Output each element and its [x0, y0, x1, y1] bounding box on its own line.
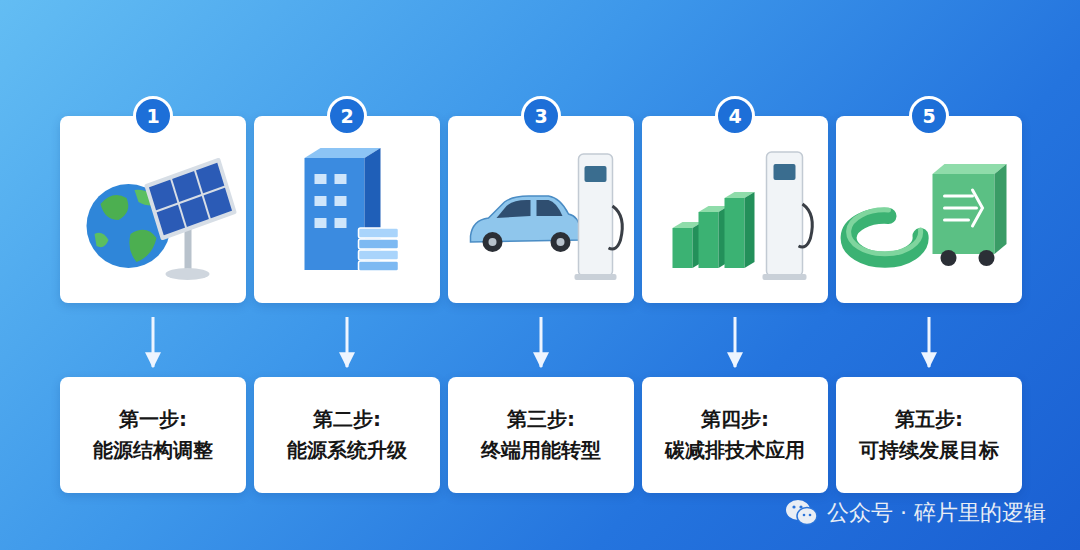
step-heading: 第五步:: [895, 404, 963, 435]
step-heading: 第三步:: [507, 404, 575, 435]
illustration-card: 1: [60, 116, 246, 303]
wechat-icon: [785, 498, 819, 528]
watermark-text: 公众号 · 碎片里的逻辑: [827, 498, 1046, 528]
step-number: 4: [715, 96, 755, 136]
step-number: 1: [133, 96, 173, 136]
step-box: 第五步:可持续发展目标: [836, 377, 1022, 493]
down-arrow: [540, 317, 543, 367]
step-box: 第一步:能源结构调整: [60, 377, 246, 493]
illustration-card: 5: [836, 116, 1022, 303]
step-number: 2: [327, 96, 367, 136]
down-arrow: [346, 317, 349, 367]
illustration-card: 2: [254, 116, 440, 303]
building-illustration: [254, 116, 440, 303]
step-box: 第二步:能源系统升级: [254, 377, 440, 493]
illustration-card: 4: [642, 116, 828, 303]
step-title: 可持续发展目标: [859, 435, 999, 466]
down-arrow: [152, 317, 155, 367]
step-heading: 第四步:: [701, 404, 769, 435]
illustration-card: 3: [448, 116, 634, 303]
step-number: 5: [909, 96, 949, 136]
step-number: 3: [521, 96, 561, 136]
watermark: 公众号 · 碎片里的逻辑: [785, 498, 1046, 528]
step-title: 终端用能转型: [481, 435, 601, 466]
car-charger-illustration: [448, 116, 634, 303]
step-title: 能源结构调整: [93, 435, 213, 466]
down-arrow: [928, 317, 931, 367]
globe-solar-illustration: [60, 116, 246, 303]
step-box: 第四步:碳减排技术应用: [642, 377, 828, 493]
bars-charger-illustration: [642, 116, 828, 303]
step-heading: 第二步:: [313, 404, 381, 435]
step-heading: 第一步:: [119, 404, 187, 435]
step-box: 第三步:终端用能转型: [448, 377, 634, 493]
down-arrow: [734, 317, 737, 367]
ring-truck-illustration: [836, 116, 1022, 303]
step-title: 能源系统升级: [287, 435, 407, 466]
step-title: 碳减排技术应用: [665, 435, 805, 466]
